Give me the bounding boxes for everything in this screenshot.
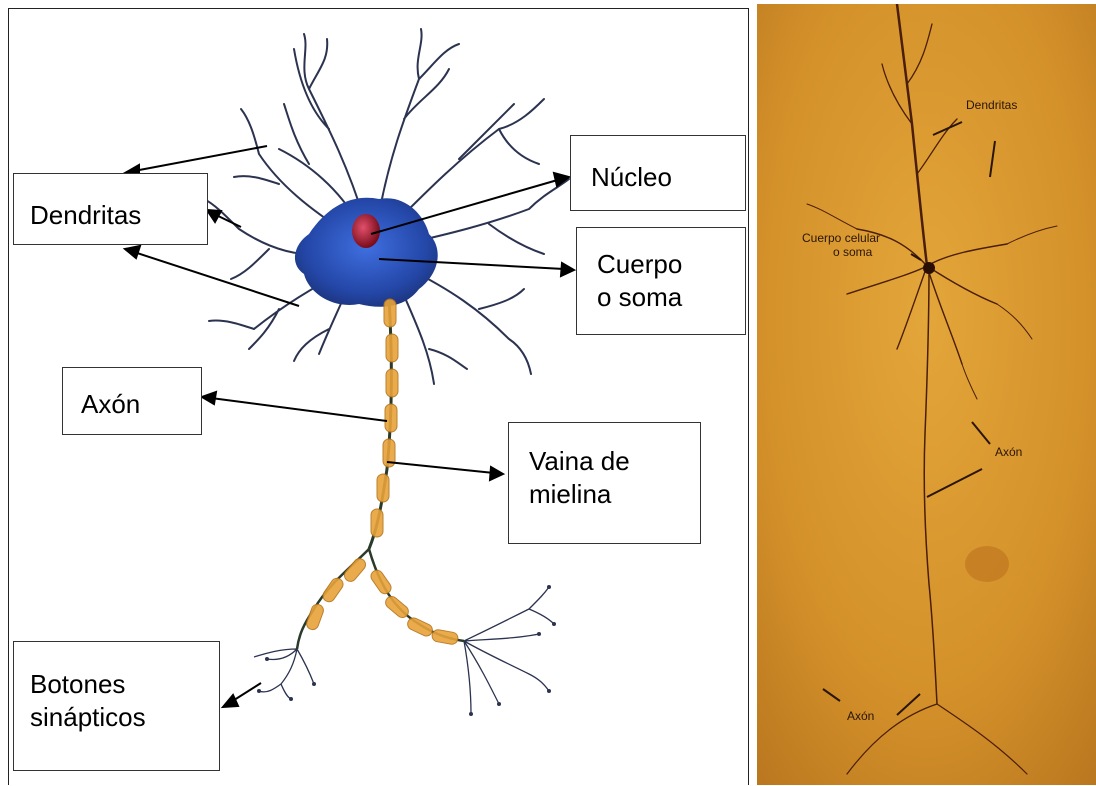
label-vaina-line2: mielina: [529, 478, 700, 511]
micrograph-label-dendritas: Dendritas: [966, 98, 1017, 112]
label-dendritas: Dendritas: [13, 173, 208, 245]
label-botones: Botones sinápticos: [13, 641, 220, 771]
synaptic-terminals-right: [464, 587, 554, 714]
label-botones-line1: Botones: [30, 668, 219, 701]
neuron-diagram-panel: Dendritas Núcleo Cuerpo o soma Axón Vain…: [8, 8, 749, 785]
micrograph-label-axon-lower: Axón: [847, 709, 874, 723]
micrograph-label-axon-upper: Axón: [995, 445, 1022, 459]
label-cuerpo: Cuerpo o soma: [576, 227, 746, 335]
micrograph-panel: Dendritas Cuerpo celular o soma Axón Axó…: [757, 4, 1096, 785]
label-botones-line2: sinápticos: [30, 701, 219, 734]
micrograph-label-cuerpo-2: o soma: [833, 245, 873, 259]
label-nucleo: Núcleo: [570, 135, 746, 211]
neuron-micrograph: Dendritas Cuerpo celular o soma Axón Axó…: [757, 4, 1096, 785]
synaptic-terminals-left: [254, 649, 314, 699]
nucleus: [352, 214, 380, 248]
terminal-dots: [257, 585, 556, 716]
label-dendritas-text: Dendritas: [30, 199, 207, 232]
label-nucleo-text: Núcleo: [591, 161, 745, 194]
label-vaina-line1: Vaina de: [529, 445, 700, 478]
label-cuerpo-line1: Cuerpo: [597, 248, 745, 281]
micrograph-label-cuerpo-1: Cuerpo celular: [802, 231, 880, 245]
label-axon-text: Axón: [81, 388, 201, 421]
label-cuerpo-line2: o soma: [597, 281, 745, 314]
label-axon: Axón: [62, 367, 202, 435]
label-vaina: Vaina de mielina: [508, 422, 701, 544]
